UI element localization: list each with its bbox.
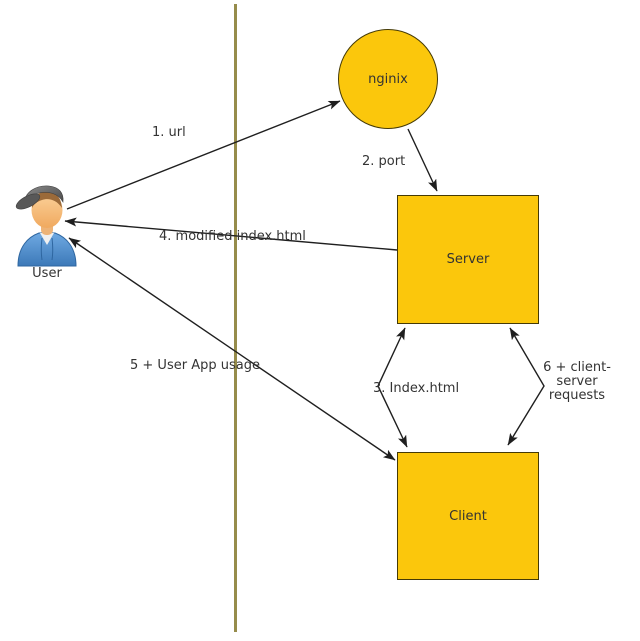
edge-label-url: 1. url: [152, 125, 186, 140]
edge-label-user-app-usage: 5 + User App usage: [130, 358, 260, 373]
edge-port-arrow: [407, 128, 438, 192]
user-hood-strings: [40, 237, 54, 261]
edge-label-index-html: 3. Index.html: [373, 381, 460, 396]
edge-client-server-requests-arrow: [507, 327, 545, 446]
node-server: Server: [397, 195, 539, 324]
node-nginx-label: nginix: [368, 71, 408, 87]
user-body-hoodie: [17, 232, 77, 267]
user-cap-brim: [15, 193, 41, 210]
edge-label-client-server-requests: 6 + client- server requests: [543, 360, 611, 403]
user-shirt: [40, 233, 54, 245]
node-client-label: Client: [449, 508, 487, 524]
edge-url-arrow: [66, 100, 341, 210]
edge-label-modified-index: 4. modified index.html: [159, 229, 306, 244]
edge-label-port: 2. port: [362, 154, 406, 169]
node-nginx: nginix: [338, 29, 438, 129]
user-icon: [15, 185, 77, 267]
user-label: User: [32, 266, 62, 281]
node-client: Client: [397, 452, 539, 580]
node-server-label: Server: [446, 252, 490, 267]
edge-user-app-usage-arrow: [68, 237, 396, 461]
edge-index-html-arrow: [377, 327, 408, 448]
